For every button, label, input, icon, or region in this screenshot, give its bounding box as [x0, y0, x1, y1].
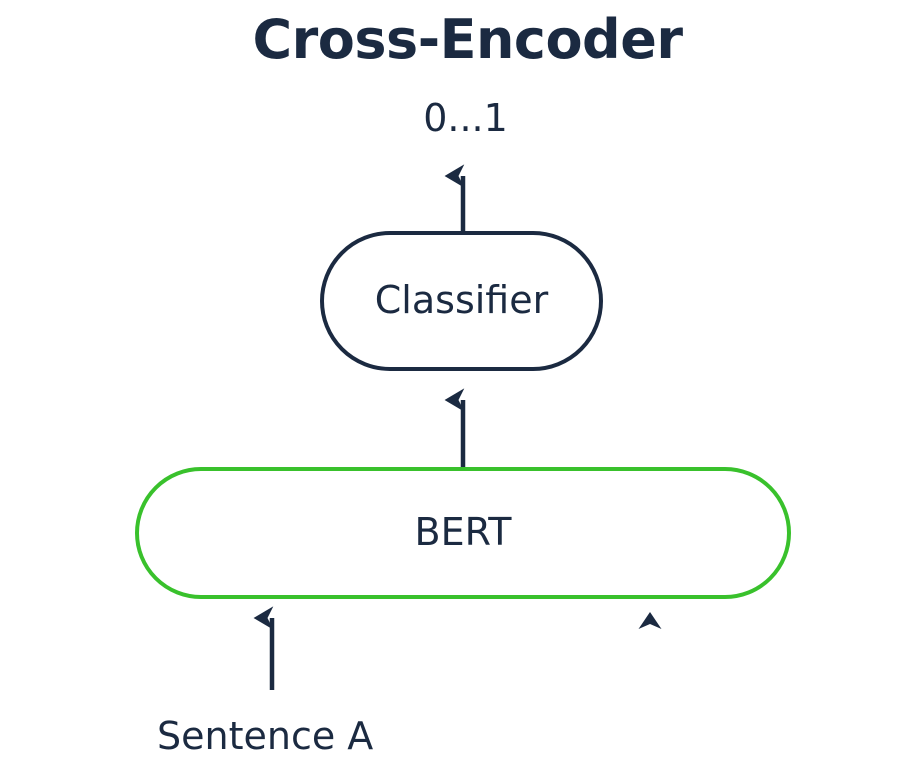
node-classifier-label: Classifier: [374, 278, 549, 322]
node-bert[interactable]: BERT: [135, 467, 791, 599]
node-classifier[interactable]: Classifier: [320, 231, 603, 371]
node-bert-label: BERT: [414, 510, 512, 554]
input-label-sentence-a: Sentence A: [157, 714, 374, 758]
crop-fade-bottom: [520, 688, 923, 769]
crop-fade-right: [690, 600, 923, 769]
output-score-label: 0...1: [423, 96, 508, 140]
page-title: Cross-Encoder: [252, 8, 683, 71]
arrow-sentence-b-to-bert: [638, 612, 662, 700]
